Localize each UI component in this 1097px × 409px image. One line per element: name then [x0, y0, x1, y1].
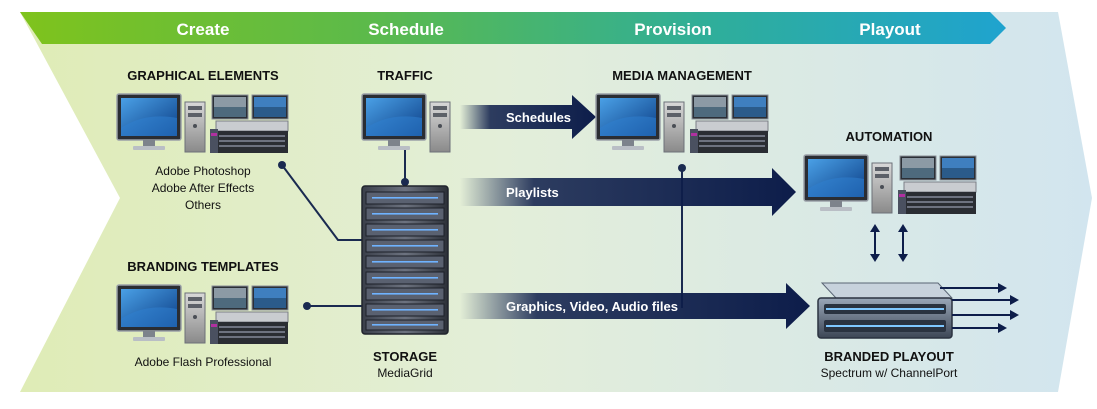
output-arrows — [940, 283, 1019, 333]
branded-playout-subtitle: Spectrum w/ ChannelPort — [821, 366, 958, 380]
phase-schedule: Schedule — [368, 20, 444, 39]
files-arrow: Graphics, Video, Audio files — [460, 283, 810, 329]
playout-server-icon — [817, 282, 954, 339]
playlists-label: Playlists — [506, 185, 559, 200]
playlists-arrow: Playlists — [460, 168, 796, 216]
schedules-label: Schedules — [506, 110, 571, 125]
schedules-arrow: Schedules — [460, 95, 596, 139]
graphical-elements-line-3: Others — [185, 198, 221, 212]
media-management-title: MEDIA MANAGEMENT — [612, 68, 752, 83]
automation-title: AUTOMATION — [846, 129, 933, 144]
graphical-elements-title: GRAPHICAL ELEMENTS — [127, 68, 279, 83]
phase-bar: Create Schedule Provision Playout — [20, 12, 1006, 44]
storage-rack-icon — [361, 185, 449, 335]
branding-templates-line-1: Adobe Flash Professional — [135, 355, 272, 369]
phase-provision: Provision — [634, 20, 711, 39]
branding-templates-title: BRANDING TEMPLATES — [127, 259, 279, 274]
phase-create: Create — [177, 20, 230, 39]
storage-title: STORAGE — [373, 349, 437, 364]
traffic-title: TRAFFIC — [377, 68, 433, 83]
files-label: Graphics, Video, Audio files — [506, 299, 678, 314]
connector-dots — [278, 161, 686, 310]
bidirectional-arrows — [870, 224, 908, 262]
branded-playout-title: BRANDED PLAYOUT — [824, 349, 954, 364]
graphical-elements-line-1: Adobe Photoshop — [155, 164, 251, 178]
storage-subtitle: MediaGrid — [377, 366, 432, 380]
phase-playout: Playout — [859, 20, 921, 39]
graphical-elements-line-2: Adobe After Effects — [152, 181, 255, 195]
